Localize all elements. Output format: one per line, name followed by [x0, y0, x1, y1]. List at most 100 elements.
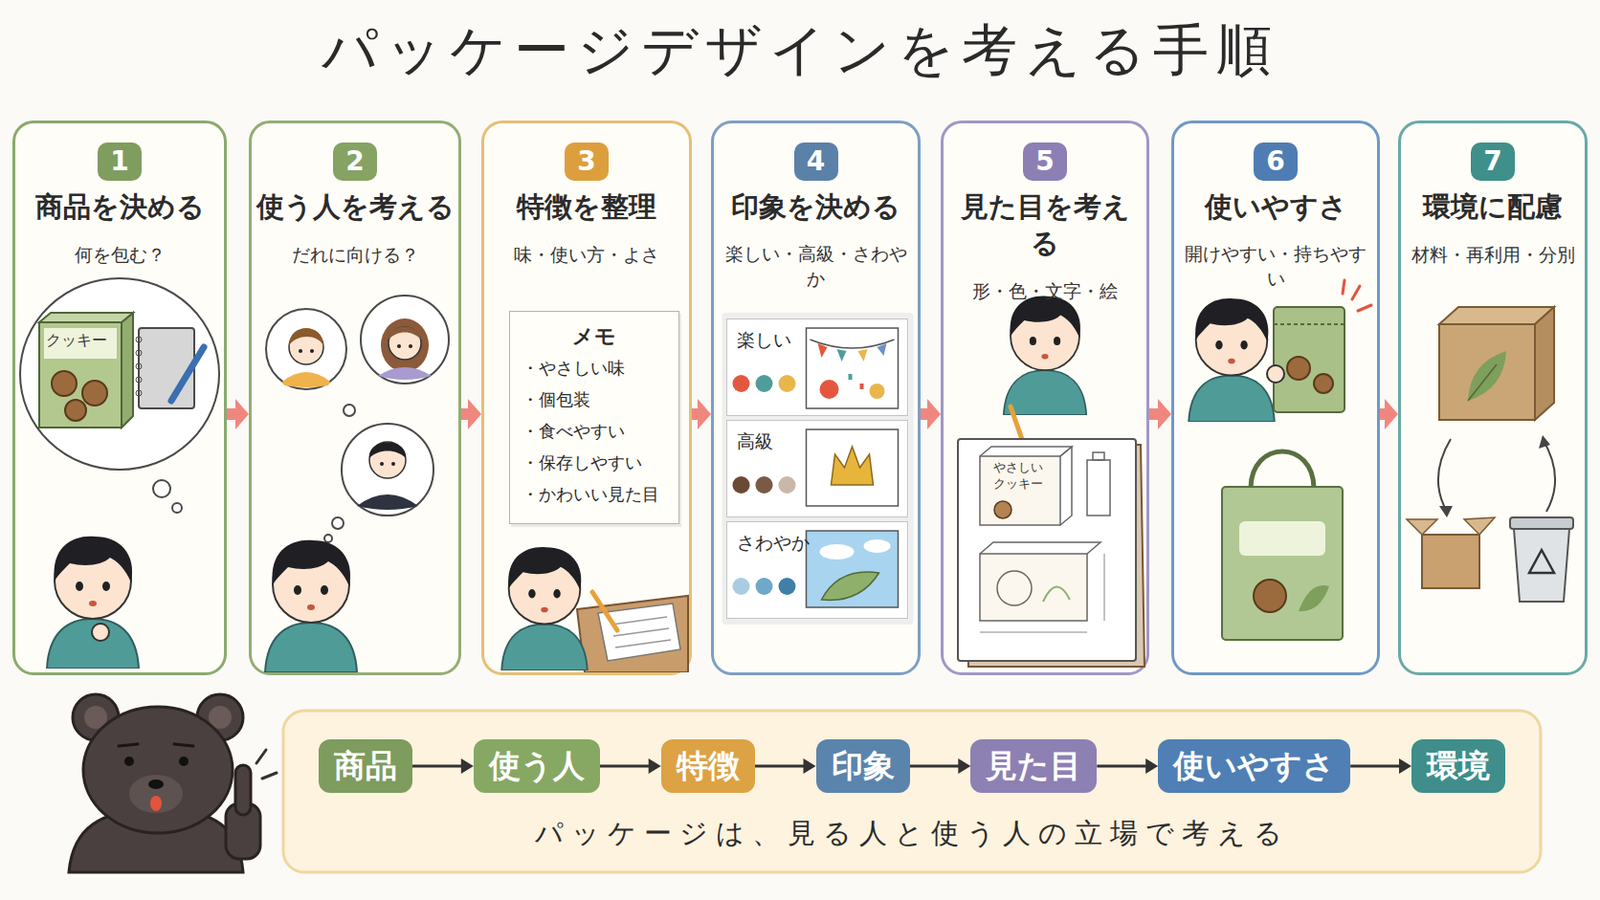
thinking-boy [265, 540, 357, 673]
writing-boy [501, 547, 588, 671]
desk [577, 596, 689, 673]
cycle-arrows [1438, 439, 1451, 512]
step-heading: 環境に配慮 [1422, 188, 1563, 225]
fun-swatch [778, 375, 797, 393]
step-subheading: 何を包む？ [74, 242, 166, 267]
flow-chip: 見た目 [970, 739, 1097, 794]
holding-boy [1188, 298, 1275, 423]
open-box [1406, 517, 1495, 589]
sketch-board [1043, 586, 1070, 602]
fun-swatch [806, 328, 899, 409]
student-bubble [356, 494, 419, 511]
open-box [1406, 519, 1438, 535]
student-bubble [369, 442, 406, 479]
open-box [1422, 534, 1480, 589]
step-number-badge: 2 [333, 142, 378, 181]
fun-swatch [848, 374, 853, 380]
step-arrow [235, 399, 249, 430]
notebook [135, 350, 142, 356]
cookie-box [65, 400, 87, 422]
sketch-board [979, 446, 1072, 457]
snack-package [1273, 323, 1345, 326]
fun-swatch [860, 383, 865, 390]
snack-package [1313, 374, 1334, 394]
woman-bubble [397, 344, 401, 349]
step-heading: 商品を決める [35, 188, 205, 225]
child-bubble [288, 328, 324, 346]
notebook [135, 390, 142, 397]
recycle-bin [1510, 517, 1574, 602]
cycle-arrows [1542, 439, 1556, 512]
bear-mascot [68, 694, 277, 873]
step-subheading: 形・色・文字・絵 [972, 278, 1118, 304]
writing-boy [501, 547, 618, 671]
small-bubbles [324, 404, 356, 543]
cookie-box [82, 380, 108, 406]
memo-item: ・保存しやすい [521, 446, 667, 479]
sketch-board [979, 554, 1088, 622]
notebook [171, 347, 204, 401]
step-number-badge: 6 [1253, 142, 1298, 181]
step-heading: 見た目を考える [947, 188, 1143, 262]
desk [598, 603, 681, 662]
flow-chip-text: 商品 [333, 739, 398, 794]
sample-sheet [727, 420, 910, 518]
child-bubble [266, 309, 347, 390]
impression-sample: さわやか [726, 521, 909, 620]
flow-arrow [412, 765, 464, 769]
flow-arrow [1350, 758, 1412, 775]
sample-sheet [727, 318, 910, 417]
cardboard-box [1467, 351, 1507, 401]
step-subheading: 楽しい・高級・さわやか [717, 242, 914, 292]
bear-mascot [83, 707, 233, 834]
woman-bubble [408, 344, 413, 349]
fun-swatch [877, 343, 888, 356]
step-number: 1 [110, 142, 129, 181]
student-bubble [379, 462, 384, 467]
thought-bubble [20, 278, 220, 513]
flow-chip-text: 見た目 [985, 739, 1082, 794]
flow-arrow [910, 765, 961, 769]
holding-boy [1188, 298, 1275, 423]
thinking-boy [91, 623, 110, 642]
sample-sheet [727, 521, 910, 620]
flow-arrow [803, 758, 817, 775]
student-bubble [341, 423, 434, 516]
drawing-boy [1003, 296, 1087, 416]
sketch-board [964, 444, 1145, 667]
sample-sheet [722, 312, 914, 625]
cookie-box [121, 312, 134, 428]
summary-band [283, 711, 1541, 873]
shopping-bag [1222, 451, 1343, 641]
flow-arrow [957, 758, 971, 775]
flow-chip-text: 印象 [831, 739, 895, 794]
impression-word: 高級 [727, 421, 908, 454]
fun-swatch [733, 375, 751, 393]
cardboard-box [1439, 307, 1555, 325]
sample-sheet [722, 312, 914, 625]
sketch-board [957, 439, 1145, 667]
bear-mascot [118, 744, 138, 747]
cardboard-box [1534, 307, 1555, 421]
small-bubbles [332, 517, 344, 530]
sketch-board [1060, 446, 1072, 526]
memo-title: メモ [521, 321, 667, 353]
sketch-board [979, 542, 1101, 555]
luxury-swatch [755, 476, 774, 494]
thinking-boy [46, 536, 139, 669]
sketch-board [1092, 452, 1105, 461]
woman-bubble [360, 295, 449, 384]
summary-band: パッケージは、見る人と使う人の立場で考える商品使う人特徴印象見た目使いやすさ環境 [283, 711, 1541, 873]
drawing-boy [1010, 406, 1024, 445]
summary-message: パッケージは、見る人と使う人の立場で考える [283, 814, 1541, 853]
flow-arrow [600, 758, 662, 775]
snack-package [1352, 286, 1360, 300]
desk [613, 628, 669, 637]
cardboard-box [1467, 364, 1497, 401]
fresh-swatch [820, 544, 855, 560]
notebook [135, 377, 142, 383]
step-subheading: 材料・再利用・分別 [1411, 242, 1576, 267]
flow-arrow [755, 765, 806, 769]
flow-arrow [1145, 758, 1158, 775]
